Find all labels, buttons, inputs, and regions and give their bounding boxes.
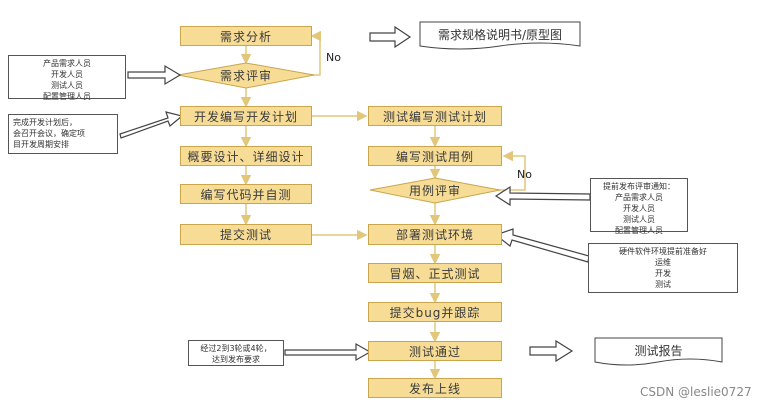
note-line: 开发人员 — [51, 70, 83, 79]
step-req-review-label: 需求评审 — [219, 68, 272, 83]
no-label-case: No — [517, 168, 532, 181]
step-submit-test-label: 提交测试 — [219, 228, 272, 242]
note-req-review-people: 产品需求人员 开发人员 测试人员 配置管理人员 — [8, 55, 126, 101]
arrow-note-to-deploy — [494, 228, 590, 263]
spec-doc-label: 需求规格说明书/原型图 — [437, 27, 563, 42]
no-label-req: No — [326, 51, 341, 64]
case-review-diamond — [369, 177, 501, 204]
report-doc-shape — [594, 337, 723, 366]
note-line: 产品需求人员 — [615, 193, 663, 202]
step-submit-test: 提交测试 — [180, 224, 312, 245]
arrow-note-to-pass — [284, 342, 372, 362]
step-coding: 编写代码并自测 — [180, 184, 312, 204]
step-dev-plan-label: 开发编写开发计划 — [193, 109, 298, 124]
step-deploy-env: 部署测试环境 — [368, 224, 502, 245]
arrow-to-report — [529, 339, 574, 363]
step-case-review-label: 用例评审 — [408, 183, 461, 198]
note-line: 配置管理人员 — [615, 226, 663, 235]
note-line: 配置管理人员 — [43, 92, 91, 101]
note-line: 完成开发计划后， — [13, 118, 77, 127]
step-design: 概要设计、详细设计 — [180, 146, 312, 166]
step-test-plan-label: 测试编写测试计划 — [382, 109, 487, 124]
note-line: 目开发周期安排 — [13, 140, 69, 149]
arrow-note-to-devplan — [119, 111, 184, 139]
step-coding-label: 编写代码并自测 — [200, 187, 292, 202]
req-review-diamond — [177, 62, 315, 89]
step-write-cases: 编写测试用例 — [368, 146, 502, 166]
step-test-plan: 测试编写测试计划 — [368, 106, 502, 126]
step-design-label: 概要设计、详细设计 — [187, 149, 305, 164]
note-line: 会召开会议，确定项 — [13, 129, 85, 138]
step-req-analysis-label: 需求分析 — [219, 29, 272, 44]
step-dev-plan: 开发编写开发计划 — [180, 106, 312, 126]
note-line: 开发 — [655, 269, 671, 278]
arrow-people-to-review — [127, 64, 182, 86]
note-line: 达到发布要求 — [212, 355, 260, 364]
step-req-analysis: 需求分析 — [180, 26, 312, 46]
note-line: 提前发布评审通知： — [603, 182, 675, 191]
step-test-pass-label: 测试通过 — [408, 344, 461, 359]
step-write-cases-label: 编写测试用例 — [395, 149, 474, 164]
note-dev-plan: 完成开发计划后， 会召开会议，确定项 目开发周期安排 — [8, 114, 118, 154]
step-smoke-test: 冒烟、正式测试 — [368, 263, 502, 283]
step-submit-bug: 提交bug并跟踪 — [368, 302, 502, 322]
step-release-label: 发布上线 — [408, 381, 461, 396]
note-line: 运维 — [655, 258, 671, 267]
note-pass: 经过2到3轮或4轮， 达到发布要求 — [188, 340, 284, 366]
arrow-note-to-casereview — [494, 185, 591, 207]
note-line: 产品需求人员 — [43, 59, 91, 68]
arrow-to-spec — [369, 25, 412, 49]
note-case-review: 提前发布评审通知： 产品需求人员 开发人员 测试人员 配置管理人员 — [590, 178, 688, 235]
note-line: 开发人员 — [623, 204, 655, 213]
note-line: 测试人员 — [623, 215, 655, 224]
spec-doc-shape — [419, 21, 581, 50]
step-smoke-test-label: 冒烟、正式测试 — [389, 266, 481, 281]
step-deploy-env-label: 部署测试环境 — [395, 228, 474, 242]
note-line: 测试 — [655, 280, 671, 289]
note-line: 测试人员 — [51, 81, 83, 90]
step-submit-bug-label: 提交bug并跟踪 — [389, 305, 481, 320]
note-env: 硬件软件环境提前准备好 运维 开发 测试 — [588, 243, 738, 293]
report-doc-label: 测试报告 — [634, 343, 683, 358]
note-line: 经过2到3轮或4轮， — [200, 344, 272, 353]
note-line: 硬件软件环境提前准备好 — [619, 247, 707, 256]
step-release: 发布上线 — [368, 378, 502, 398]
step-test-pass: 测试通过 — [368, 341, 502, 361]
watermark: CSDN @leslie0727 — [640, 385, 752, 399]
